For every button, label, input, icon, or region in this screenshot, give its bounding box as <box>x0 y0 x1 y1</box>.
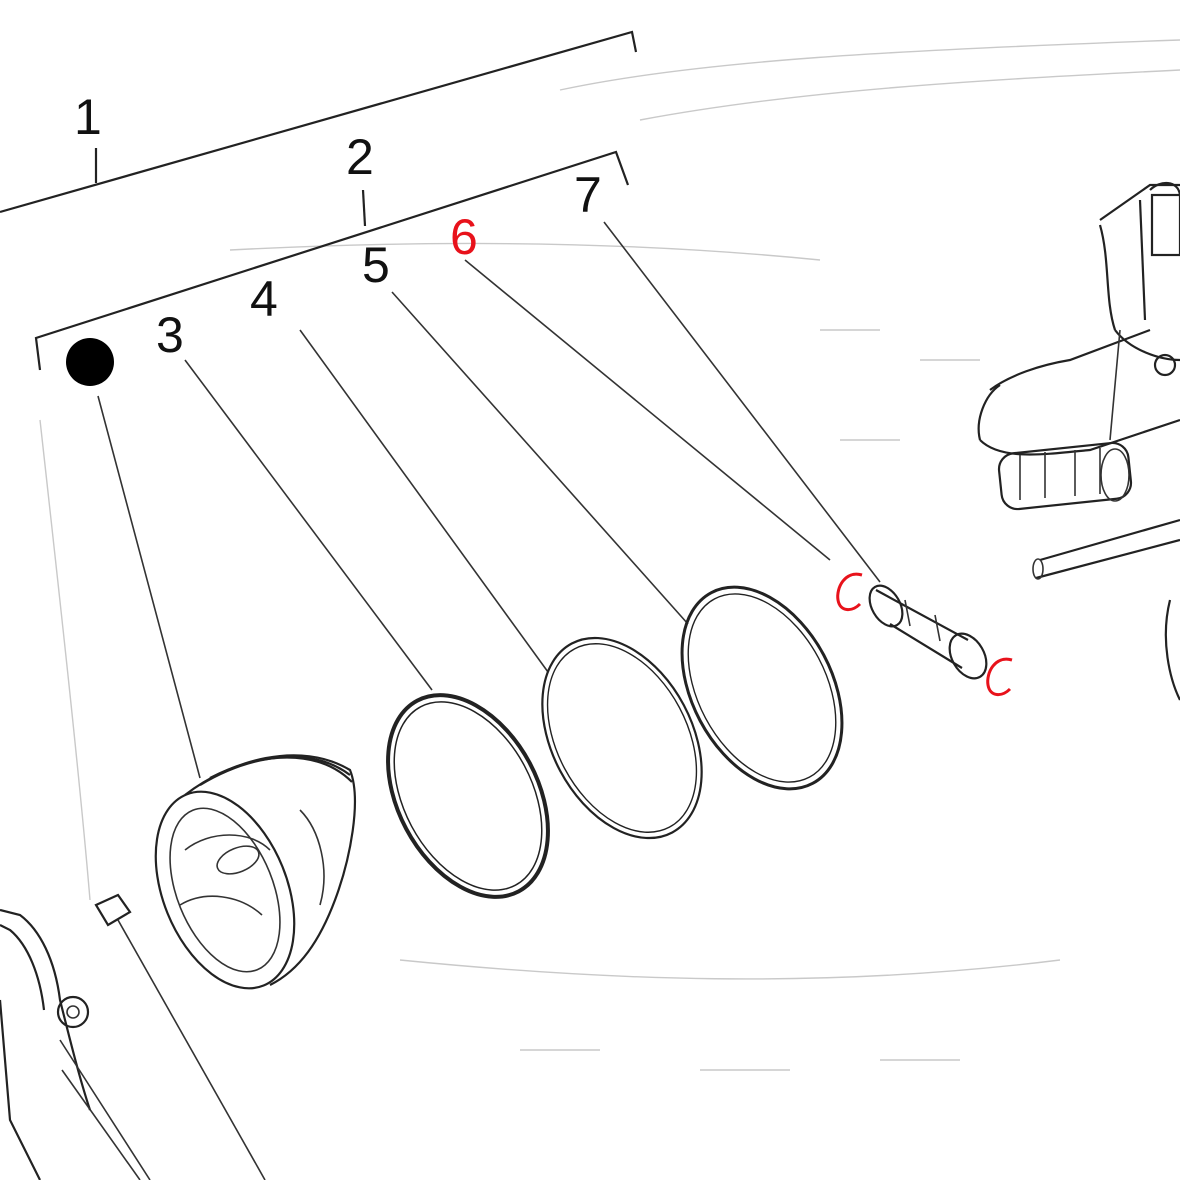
callout-2: 2 <box>346 129 374 185</box>
callout-7: 7 <box>574 167 602 223</box>
leader-lines <box>97 221 881 779</box>
dowel-pin <box>94 893 266 1180</box>
bracket-assembly-2 <box>34 150 630 371</box>
callout-1: 1 <box>74 89 102 145</box>
callout-4: 4 <box>250 271 278 327</box>
piston-ring-4 <box>541 636 703 840</box>
engine-valve-assembly <box>977 182 1180 701</box>
bracket-assembly-1 <box>0 30 638 214</box>
circlip-6 <box>836 572 1013 696</box>
piston-ring-3 <box>386 693 550 899</box>
piston-pin-7 <box>868 584 988 680</box>
callout-6: 6 <box>450 209 478 265</box>
filled-circle-marker-icon <box>66 338 114 386</box>
callout-3: 3 <box>156 307 184 363</box>
connecting-rod <box>0 908 151 1180</box>
background-engine-outline <box>39 39 1180 1071</box>
piston <box>154 754 356 990</box>
callout-5: 5 <box>362 237 390 293</box>
piston-ring-5 <box>680 585 844 791</box>
